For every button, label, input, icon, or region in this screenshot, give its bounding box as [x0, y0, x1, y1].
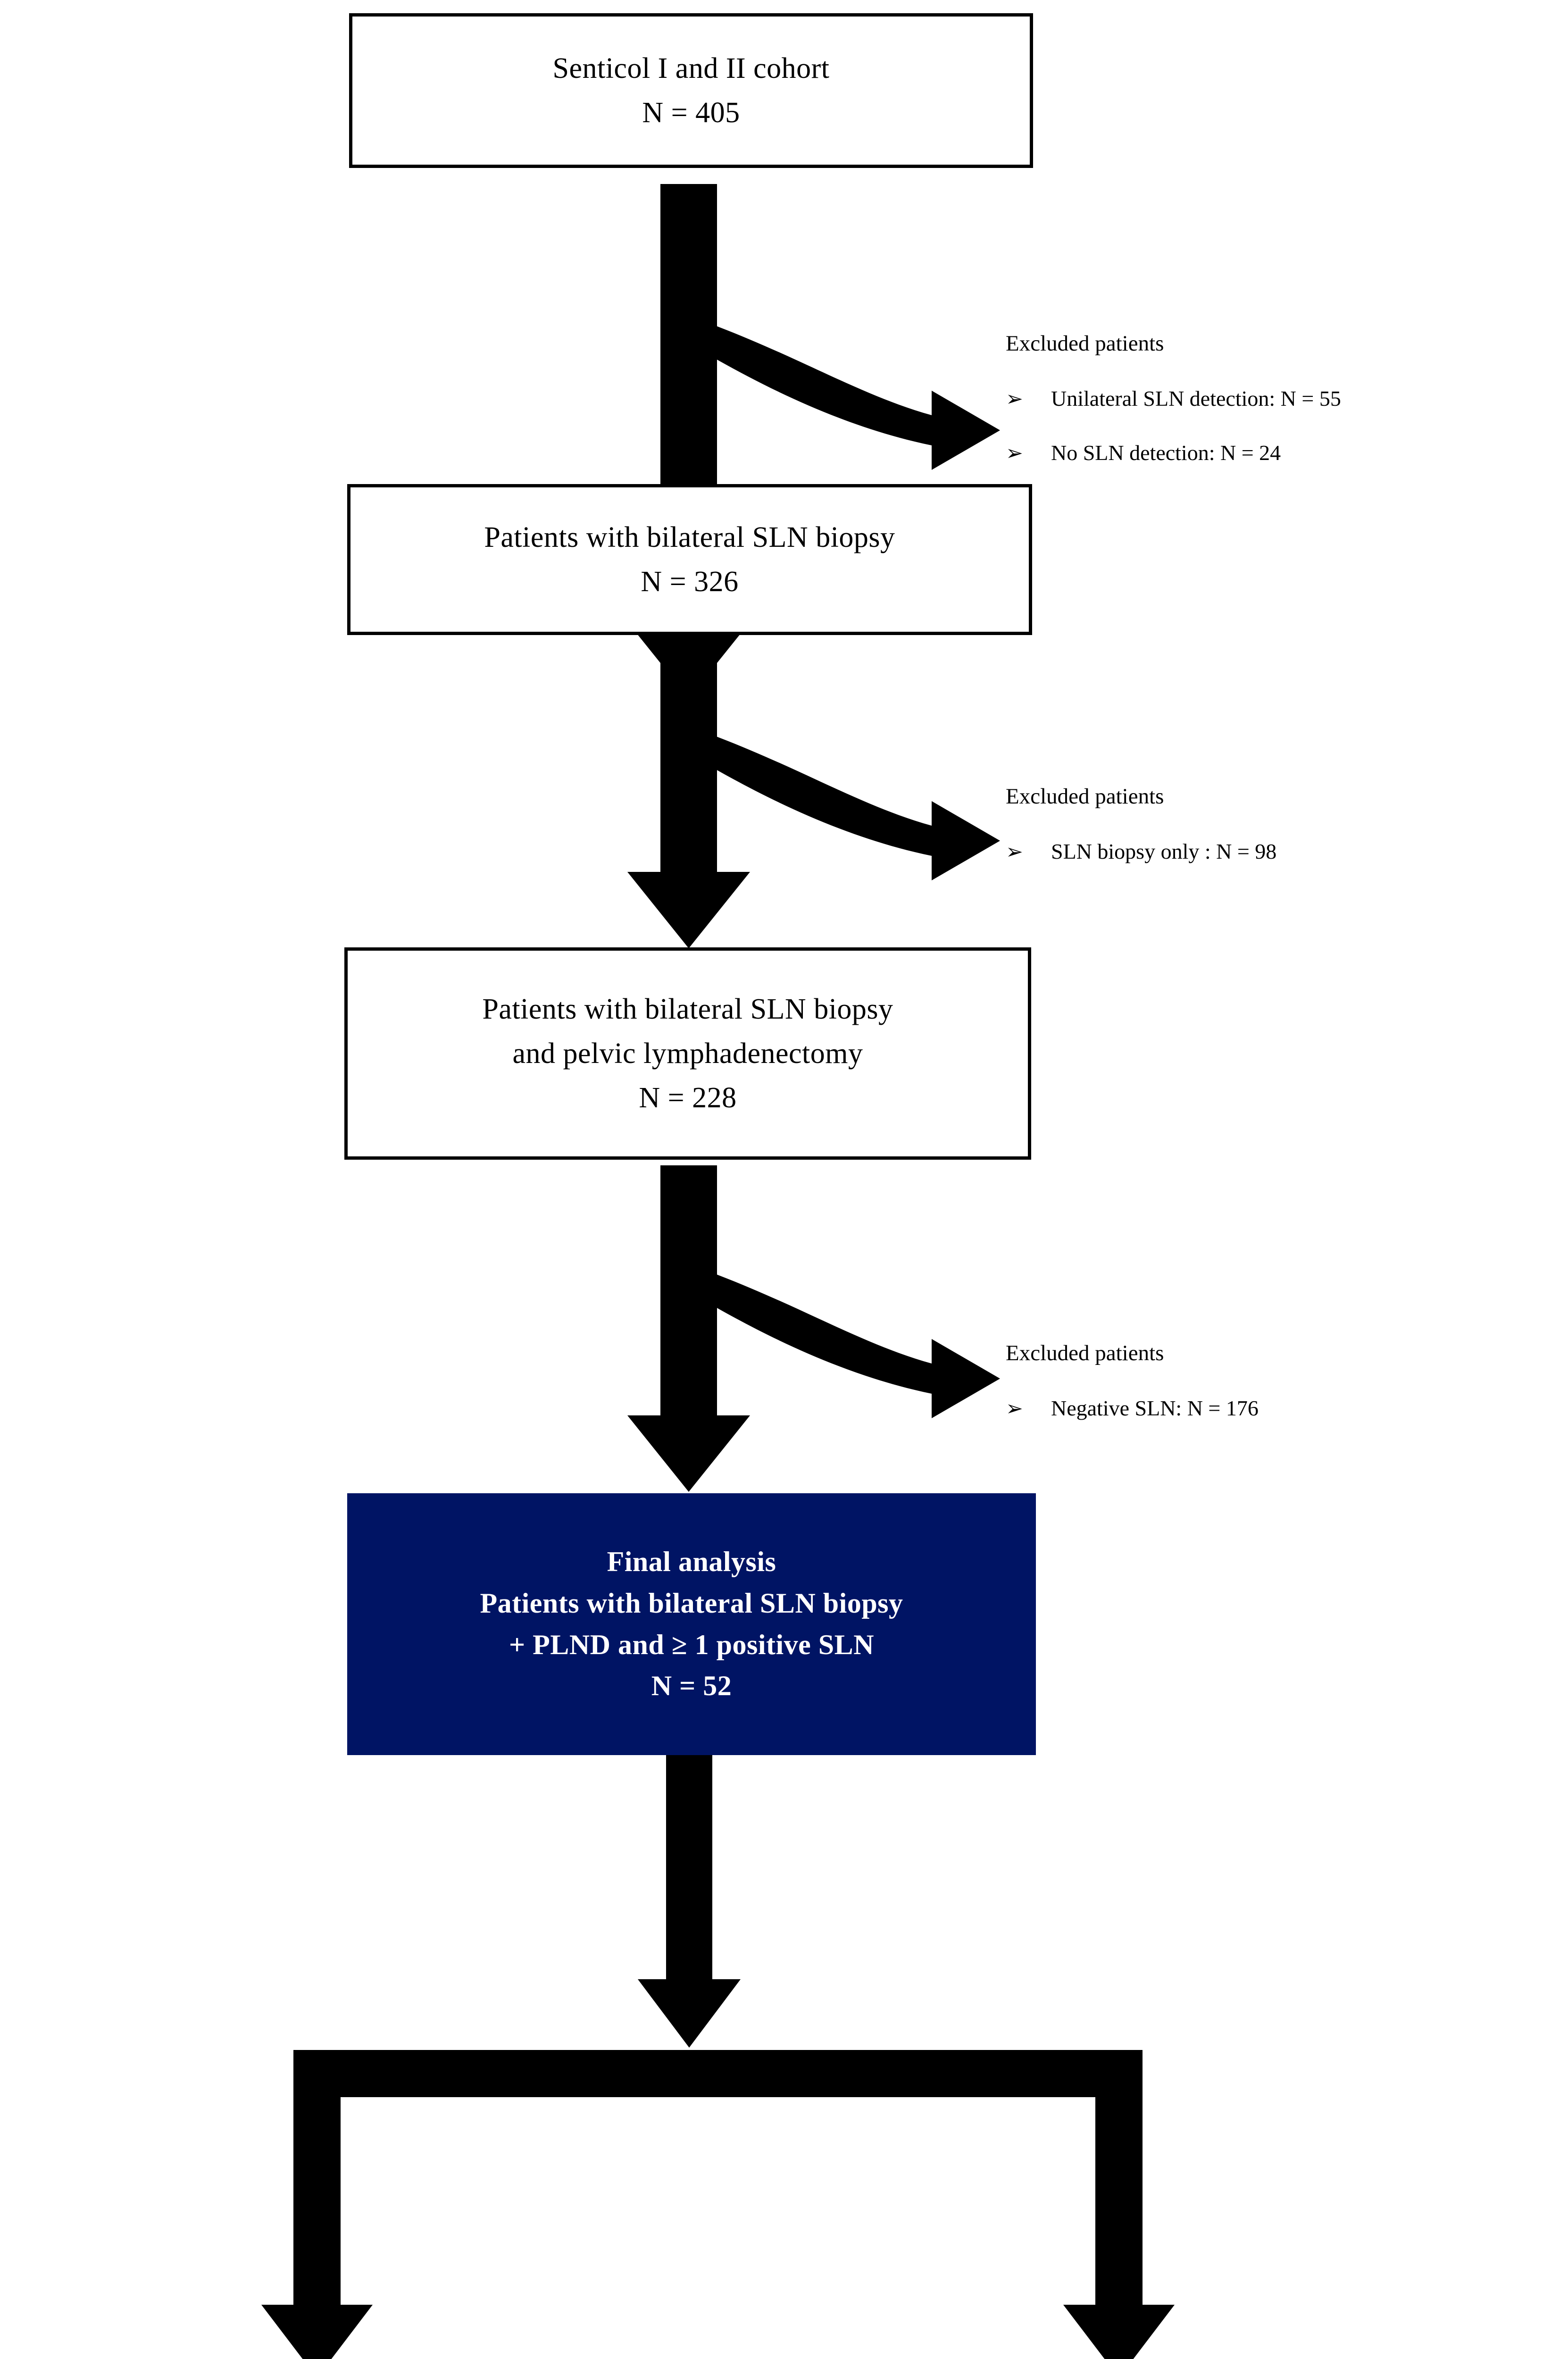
- node-final-line-2: Patients with bilateral SLN biopsy: [480, 1587, 903, 1619]
- arrowhead-bullet-icon: ➢: [1006, 840, 1023, 864]
- node-bilateral-line-1: Patients with bilateral SLN biopsy: [484, 521, 895, 553]
- exclusion-group-2: Excluded patients ➢ SLN biopsy only : N …: [1006, 783, 1276, 864]
- exclusion-2-item-1: ➢ SLN biopsy only : N = 98: [1006, 839, 1276, 864]
- node-bilateral-line-2: N = 326: [641, 566, 739, 598]
- node-plnd-line-2: and pelvic lymphadenectomy: [512, 1037, 863, 1070]
- exclusion-3-item-1: ➢ Negative SLN: N = 176: [1006, 1396, 1259, 1421]
- node-final-line-3: + PLND and ≥ 1 positive SLN: [509, 1629, 875, 1660]
- exclusion-1-item-2: ➢ No SLN detection: N = 24: [1006, 440, 1341, 465]
- exclusion-1-item-2-text: No SLN detection: N = 24: [1051, 441, 1281, 465]
- curved-branch-arrow-2: [715, 736, 1000, 880]
- curved-branch-arrow-1: [715, 326, 1000, 470]
- exclusion-group-3: Excluded patients ➢ Negative SLN: N = 17…: [1006, 1340, 1259, 1421]
- node-final-line-1: Final analysis: [607, 1546, 776, 1578]
- arrowhead-bullet-icon: ➢: [1006, 1397, 1023, 1421]
- exclusion-2-item-1-text: SLN biopsy only : N = 98: [1051, 839, 1277, 864]
- exclusion-3-item-1-text: Negative SLN: N = 176: [1051, 1396, 1259, 1421]
- curved-branch-arrow-3: [715, 1274, 1000, 1418]
- node-final-line-4: N = 52: [651, 1670, 732, 1702]
- node-plnd-line-1: Patients with bilateral SLN biopsy: [482, 993, 893, 1025]
- down-arrow-2: [627, 627, 750, 948]
- exclusion-1-item-1-text: Unilateral SLN detection: N = 55: [1051, 386, 1341, 411]
- down-arrow-4: [638, 1741, 741, 2048]
- split-arrow-bar: [261, 2050, 1175, 2359]
- node-cohort-line-2: N = 405: [642, 97, 740, 129]
- node-plnd-line-3: N = 228: [639, 1082, 737, 1114]
- node-bilateral-plus-plnd[interactable]: Patients with bilateral SLN biopsy and p…: [344, 947, 1031, 1160]
- arrowhead-bullet-icon: ➢: [1006, 387, 1023, 411]
- node-cohort[interactable]: Senticol I and II cohort N = 405: [349, 13, 1033, 168]
- down-arrow-3: [627, 1165, 750, 1492]
- exclusion-3-title: Excluded patients: [1006, 1341, 1164, 1365]
- node-cohort-line-1: Senticol I and II cohort: [552, 52, 830, 84]
- exclusion-2-title: Excluded patients: [1006, 784, 1164, 809]
- node-final-analysis[interactable]: Final analysis Patients with bilateral S…: [347, 1493, 1036, 1755]
- exclusion-group-1: Excluded patients ➢ Unilateral SLN detec…: [1006, 330, 1341, 465]
- exclusion-1-item-1: ➢ Unilateral SLN detection: N = 55: [1006, 386, 1341, 411]
- arrowhead-bullet-icon: ➢: [1006, 442, 1023, 465]
- exclusion-1-title: Excluded patients: [1006, 331, 1164, 356]
- node-bilateral-sln-biopsy[interactable]: Patients with bilateral SLN biopsy N = 3…: [347, 484, 1032, 635]
